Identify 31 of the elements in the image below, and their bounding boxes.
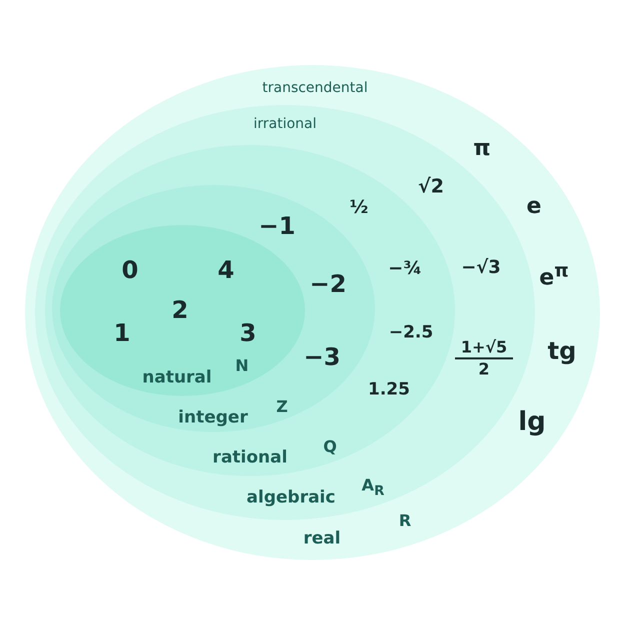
number-label: 2: [172, 298, 188, 322]
set-name-label: rational: [212, 450, 288, 466]
set-symbol: Z: [276, 399, 288, 415]
number-label: −2.5: [388, 324, 434, 342]
set-symbol: A$_{R}$: [362, 478, 384, 498]
set-symbol: Q: [323, 439, 337, 455]
set-name-label: natural: [142, 370, 212, 386]
number-label: 1: [114, 321, 130, 345]
region-label: irrational: [253, 117, 317, 131]
number-label: √2: [418, 178, 444, 196]
number-label: e: [526, 196, 542, 218]
set-name-label: real: [303, 530, 341, 548]
set-name-label: algebraic: [246, 490, 336, 506]
number-label: −3: [304, 345, 340, 369]
set-name-label: integer: [178, 410, 248, 426]
number-label: 1.25: [368, 382, 410, 398]
number-label: −√3: [461, 259, 501, 277]
number-label: π: [473, 138, 491, 160]
number-label: 4: [218, 258, 234, 282]
number-label: ½: [350, 199, 368, 217]
number-label: −¾: [388, 260, 422, 278]
number-label: e$^{π}$: [539, 262, 569, 290]
number-label: −1: [258, 214, 296, 238]
number-label: tg: [548, 339, 576, 363]
set-symbol: N: [235, 358, 249, 374]
region-label: transcendental: [262, 81, 368, 95]
number-label: 3: [240, 321, 256, 345]
number-label: 0: [122, 258, 138, 282]
number-label: lg: [518, 409, 546, 435]
number-label: −2: [310, 272, 346, 296]
set-symbol: R: [398, 513, 412, 529]
